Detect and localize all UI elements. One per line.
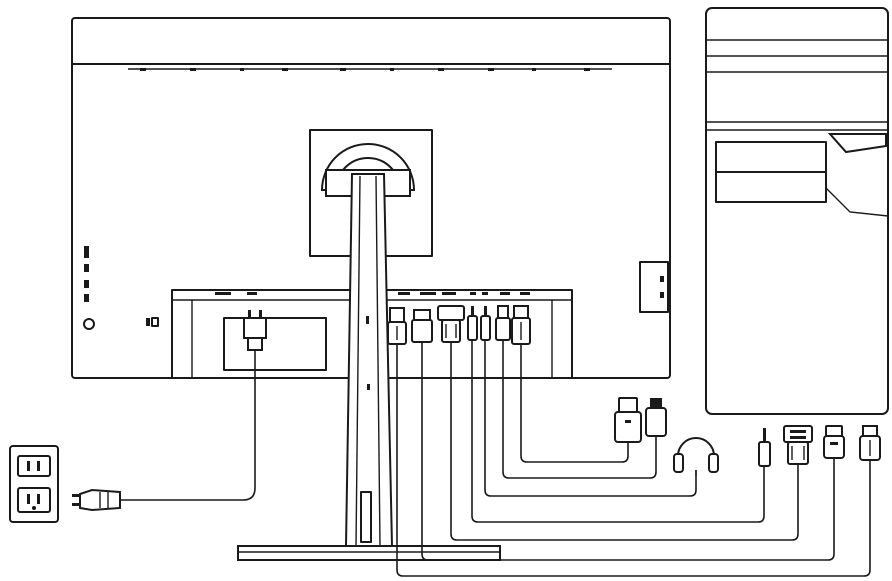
cable-runs <box>396 340 871 577</box>
vent-strip <box>128 68 612 71</box>
power-input-socket <box>223 317 327 371</box>
wall-outlet <box>9 445 59 523</box>
hdmi-plug-monitor <box>411 309 433 343</box>
monitor-port-plugs <box>387 305 531 345</box>
audio-out-plug <box>467 306 478 341</box>
monitor-stand <box>237 143 501 561</box>
vga-plug-pc <box>783 425 813 465</box>
side-usb-port <box>639 261 669 313</box>
power-cable <box>72 310 267 512</box>
source-connectors <box>614 397 881 476</box>
hdmi-plug-pc <box>823 425 845 459</box>
power-plug-wall <box>72 488 121 512</box>
mini-plug-source <box>645 398 667 437</box>
power-connector-monitor <box>243 310 267 351</box>
pc-tower <box>705 7 889 415</box>
headphones-icon <box>673 437 719 476</box>
usb-c-plug-monitor <box>511 305 531 345</box>
drive-bay-2 <box>715 171 827 203</box>
usb-upstream-plug <box>387 307 407 345</box>
audio-plug-pc <box>758 428 771 467</box>
front-panel-button <box>827 133 887 154</box>
control-buttons <box>83 246 95 330</box>
vga-plug-monitor <box>437 305 465 343</box>
displayport-plug-monitor <box>495 305 511 341</box>
displayport-plug-source <box>614 397 642 443</box>
kensington-lock <box>146 317 159 327</box>
audio-in-plug <box>480 306 491 341</box>
usb-plug-pc <box>859 425 881 461</box>
drive-bay-1 <box>715 141 827 173</box>
